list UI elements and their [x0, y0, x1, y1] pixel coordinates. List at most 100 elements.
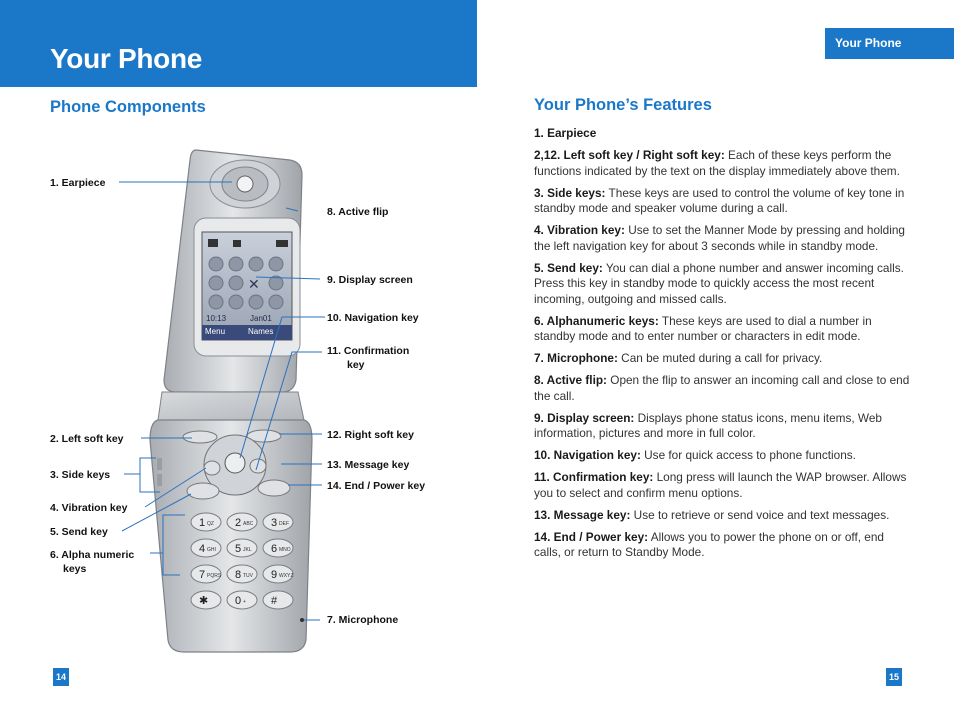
- svg-text:0: 0: [235, 595, 241, 607]
- svg-text:PQRS: PQRS: [207, 573, 222, 579]
- screen-right-soft: Names: [248, 327, 274, 336]
- svg-text:8: 8: [235, 569, 241, 581]
- callout-confirmation-key-2: key: [347, 359, 365, 371]
- feature-text: You can dial a phone number and answer i…: [534, 260, 904, 306]
- callout-navigation-key: 10. Navigation key: [327, 312, 419, 324]
- callout-vibration-key: 4. Vibration key: [50, 502, 128, 514]
- svg-text:QZ: QZ: [207, 521, 214, 527]
- callout-right-soft-key: 12. Right soft key: [327, 429, 414, 441]
- svg-text:4: 4: [199, 543, 205, 555]
- feature-label: 14. End / Power key:: [534, 529, 649, 544]
- svg-text:GHI: GHI: [207, 547, 216, 553]
- feature-item: 7. Microphone: Can be muted during a cal…: [534, 351, 910, 367]
- callout-end-power-key: 14. End / Power key: [327, 480, 426, 492]
- callout-confirmation-key: 11. Confirmation: [327, 345, 410, 357]
- feature-label: 3. Side keys:: [534, 185, 606, 200]
- callout-side-keys: 3. Side keys: [50, 469, 111, 481]
- feature-text: Displays phone status icons, menu items,…: [534, 410, 882, 441]
- screen-left-soft: Menu: [205, 327, 226, 336]
- feature-item: 14. End / Power key: Allows you to power…: [534, 530, 910, 561]
- section-tab-label: Your Phone: [835, 36, 902, 50]
- svg-text:✱: ✱: [199, 595, 208, 607]
- svg-text:3: 3: [271, 517, 277, 529]
- svg-text:WXYZ: WXYZ: [279, 573, 293, 579]
- feature-text: Each of these keys perform the functions…: [534, 148, 900, 178]
- feature-text: Open the flip to answer an incoming call…: [534, 373, 910, 403]
- svg-text:6: 6: [271, 543, 277, 555]
- feature-item: 6. Alphanumeric keys: These keys are use…: [534, 314, 910, 345]
- feature-label: 1. Earpiece: [534, 126, 597, 140]
- feature-label: 5. Send key:: [534, 260, 603, 275]
- callout-microphone: 7. Microphone: [327, 614, 399, 626]
- callout-display-screen: 9. Display screen: [327, 274, 413, 286]
- feature-item: 3. Side keys: These keys are used to con…: [534, 186, 910, 217]
- callout-earpiece: 1. Earpiece: [50, 177, 106, 189]
- page-number-right: 15: [886, 668, 902, 686]
- feature-label: 7. Microphone:: [534, 351, 618, 365]
- svg-text:✕: ✕: [248, 277, 260, 293]
- feature-label: 4. Vibration key:: [534, 223, 625, 237]
- svg-text:DEF: DEF: [279, 521, 289, 527]
- feature-item: 9. Display screen: Displays phone status…: [534, 411, 910, 442]
- feature-text: These keys are used to control the volum…: [534, 185, 905, 216]
- feature-item: 8. Active flip: Open the flip to answer …: [534, 373, 910, 404]
- svg-text:+: +: [243, 599, 246, 605]
- feature-text: Use to set the Manner Mode by pressing a…: [534, 223, 905, 253]
- feature-label: 11. Confirmation key:: [534, 470, 654, 484]
- page-title: Your Phone: [50, 43, 203, 74]
- feature-text: Use to retrieve or send voice and text m…: [630, 507, 890, 522]
- feature-item: 2,12. Left soft key / Right soft key: Ea…: [534, 148, 910, 179]
- header-band: [0, 0, 477, 87]
- svg-text:MNO: MNO: [279, 547, 291, 553]
- keypad-key: 0+: [226, 590, 258, 610]
- feature-label: 10. Navigation key:: [534, 448, 641, 462]
- svg-text:JKL: JKL: [243, 547, 252, 553]
- feature-item: 11. Confirmation key: Long press will la…: [534, 470, 910, 501]
- feature-label: 9. Display screen:: [534, 410, 635, 425]
- feature-text: Allows you to power the phone on or off,…: [534, 529, 884, 560]
- feature-text: Can be muted during a call for privacy.: [617, 351, 823, 365]
- svg-text:#: #: [271, 595, 278, 607]
- callout-alpha-numeric-keys-2: keys: [63, 563, 87, 575]
- feature-label: 8. Active flip:: [534, 373, 607, 387]
- svg-text:TUV: TUV: [243, 573, 254, 579]
- feature-item: 5. Send key: You can dial a phone number…: [534, 261, 910, 308]
- callout-active-flip: 8. Active flip: [327, 206, 389, 218]
- feature-text: Long press will launch the WAP browser. …: [534, 470, 907, 500]
- callout-message-key: 13. Message key: [327, 459, 410, 471]
- svg-text:ABC: ABC: [243, 521, 254, 527]
- feature-text: These keys are used to dial a number in …: [534, 313, 872, 344]
- features-list: 1. Earpiece 2,12. Left soft key / Right s…: [534, 126, 910, 567]
- keypad-key: ✱: [190, 590, 222, 610]
- screen-date: Jan01: [250, 314, 272, 323]
- callout-send-key: 5. Send key: [50, 526, 108, 538]
- features-title: Your Phone’s Features: [534, 96, 712, 114]
- phone-components-title: Phone Components: [50, 98, 206, 116]
- feature-item: 10. Navigation key: Use for quick access…: [534, 448, 910, 464]
- callout-alpha-numeric-keys: 6. Alpha numeric: [50, 549, 135, 561]
- feature-text: Use for quick access to phone functions.: [640, 448, 856, 462]
- callout-left-soft-key: 2. Left soft key: [50, 433, 124, 445]
- feature-label: 6. Alphanumeric keys:: [534, 313, 659, 328]
- feature-item: 1. Earpiece: [534, 126, 910, 142]
- svg-text:2: 2: [235, 517, 241, 529]
- feature-label: 2,12. Left soft key / Right soft key:: [534, 148, 725, 162]
- page-number-left: 14: [53, 668, 69, 686]
- svg-text:9: 9: [271, 569, 277, 581]
- feature-label: 13. Message key:: [534, 507, 631, 522]
- feature-item: 13. Message key: Use to retrieve or send…: [534, 508, 910, 524]
- feature-item: 4. Vibration key: Use to set the Manner …: [534, 223, 910, 254]
- screen-time: 10:13: [206, 314, 227, 323]
- svg-text:7: 7: [199, 569, 205, 581]
